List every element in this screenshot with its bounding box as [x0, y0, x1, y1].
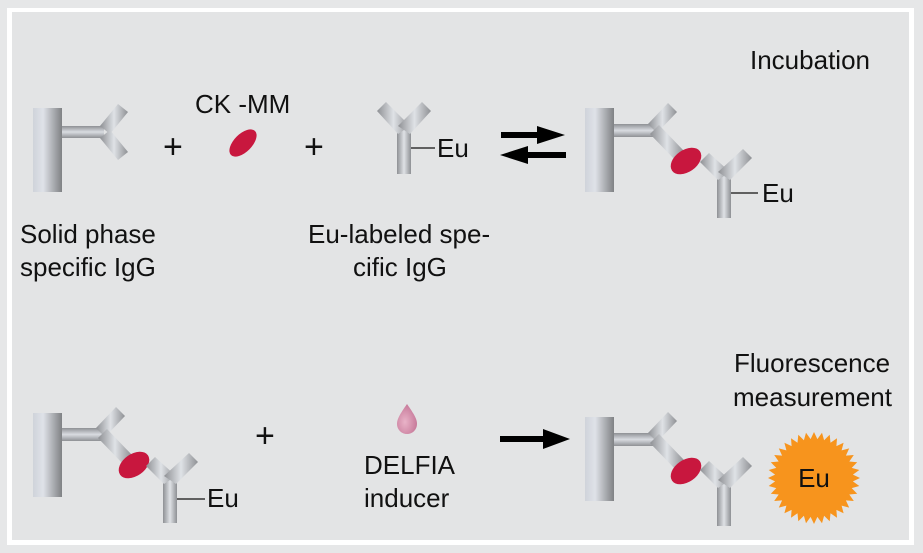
eu-labeled-igg-icon [377, 102, 435, 174]
sandwich-complex-icon [33, 407, 205, 523]
plus-sign-1: + [163, 128, 183, 166]
plus-sign-2: + [304, 128, 324, 166]
incubation-step-label: Incubation [750, 45, 870, 75]
ck-mm-antigen-icon [229, 129, 257, 157]
fluorescence-step-label-line2: measurement [733, 382, 893, 412]
antigen-label: CK -MM [195, 89, 290, 119]
eu-tag-label: Eu [437, 133, 469, 163]
sandwich-complex-icon [585, 103, 758, 218]
labeled-igg-label-line2: cific IgG [353, 252, 447, 282]
inducer-label-line1: DELFIA [364, 450, 456, 480]
solid-phase-label-line2: specific IgG [20, 252, 156, 282]
plus-sign-3: + [255, 417, 275, 455]
figure-panel [12, 12, 909, 540]
equilibrium-arrows-icon [500, 126, 566, 164]
fluorescence-burst-icon [768, 432, 860, 524]
fluorescence-step-label-line1: Fluorescence [734, 348, 890, 378]
complex-eu-tag-label: Eu [762, 178, 794, 208]
delfia-inducer-drop-icon [397, 404, 417, 434]
solid-phase-label-line1: Solid phase [20, 219, 156, 249]
starburst-shape [768, 432, 860, 524]
labeled-igg-label-line1: Eu-labeled spe- [308, 219, 490, 249]
solid-phase-igg-icon [33, 104, 128, 192]
solid-phase-plate [33, 108, 62, 192]
inducer-label-line2: inducer [364, 483, 450, 513]
row2-complex-eu-tag-label: Eu [207, 483, 239, 513]
sandwich-complex-icon [585, 412, 752, 526]
forward-arrow-icon [500, 429, 570, 449]
fluorescence-eu-label: Eu [798, 463, 830, 493]
